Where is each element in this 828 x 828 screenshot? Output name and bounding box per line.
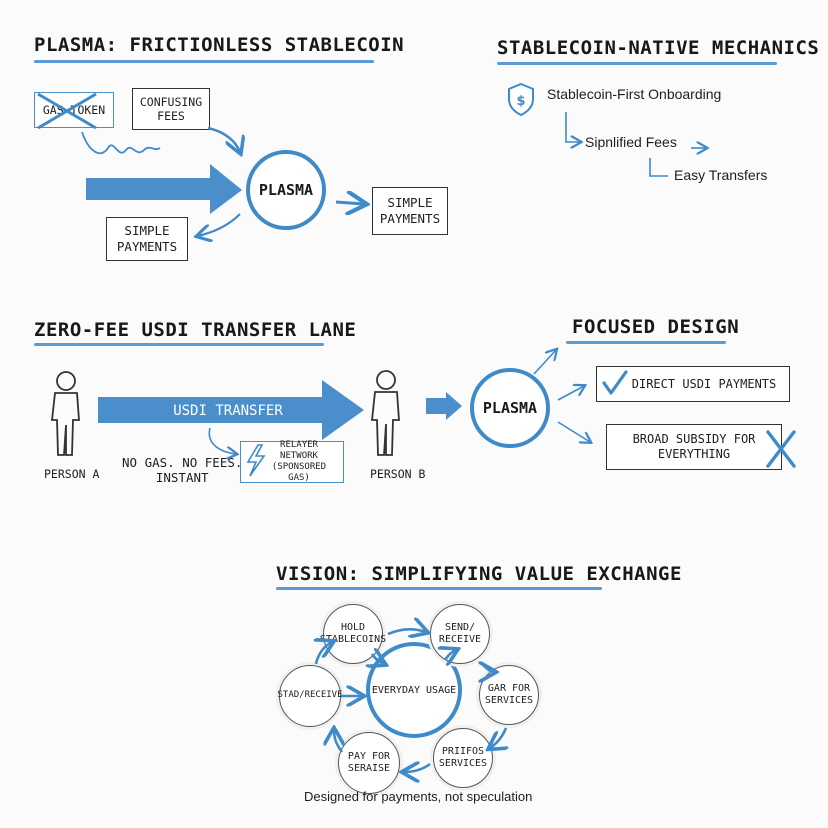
cycle-node-priifos: PRIIFOS SERVICES — [433, 728, 493, 788]
plasma-circle-focus: PLASMA — [470, 368, 550, 448]
focus-down-arrow — [557, 421, 590, 442]
section1-underline — [34, 60, 374, 63]
section5-caption: Designed for payments, not speculation — [304, 789, 533, 804]
person-b-label: PERSON B — [370, 467, 426, 481]
relayer-network-box: RELAYER NETWORK (SPONSORED GAS) — [240, 439, 344, 484]
section3-underline — [34, 343, 324, 346]
simple-payments-right-box: SIMPLE PAYMENTS — [372, 187, 448, 235]
cycle-node-stad-label: STAD/RECEIVE — [277, 690, 343, 701]
x-mark-icon — [766, 430, 796, 468]
cycle-node-gar-label: GAR FOR SERVICES — [484, 682, 534, 707]
simple-payments-right-label: SIMPLE PAYMENTS — [379, 195, 441, 226]
focus-up-arrow — [533, 350, 556, 375]
cycle-node-pay-label: PAY FOR SERAISE — [347, 750, 391, 775]
plasma-to-left-payments-arrow — [198, 213, 241, 236]
confusing-fees-label: CONFUSING FEES — [139, 94, 203, 123]
person-b-icon — [370, 370, 400, 456]
everyday-usage-label: EVERYDAY USAGE — [371, 684, 457, 696]
direct-payments-box: DIRECT USDI PAYMENTS — [596, 366, 790, 402]
plasma-to-payments-arrow — [335, 202, 364, 204]
section3-title: ZERO-FEE USDI TRANSFER LANE — [34, 319, 357, 341]
confusing-fees-box: CONFUSING FEES — [132, 88, 210, 130]
simple-payments-left-box: SIMPLE PAYMENTS — [106, 217, 188, 261]
section4-underline — [566, 341, 726, 344]
arrow-to-focus-plasma — [426, 392, 462, 420]
no-gas-text: NO GAS. NO FEES. INSTANT — [122, 455, 243, 485]
broad-subsidy-label: BROAD SUBSIDY FOR EVERYTHING — [632, 432, 756, 461]
cycle-node-stad: STAD/RECEIVE — [277, 665, 343, 727]
fees-to-plasma-arrow — [207, 126, 240, 152]
cycle-node-gar: GAR FOR SERVICES — [479, 665, 539, 725]
mechanic-step-fees: Sipnlified Fees — [585, 134, 677, 150]
person-a-label: PERSON A — [44, 467, 100, 481]
checkmark-icon — [602, 370, 628, 395]
section5-underline — [276, 587, 602, 590]
big-arrow-to-plasma — [86, 164, 242, 214]
direct-payments-label: DIRECT USDI PAYMENTS — [631, 376, 777, 391]
usdi-transfer-arrow: USDI TRANSFER — [98, 380, 364, 440]
cycle-node-send-label: SEND/ RECEIVE — [438, 621, 482, 646]
section1-title: PLASMA: FRICTIONLESS STABLECOIN — [34, 34, 405, 56]
shield-dollar-icon: $ — [508, 82, 534, 117]
lightning-icon — [246, 444, 266, 477]
svg-text:$: $ — [516, 94, 525, 109]
arrow-to-relayer — [208, 427, 236, 454]
usdi-transfer-label: USDI TRANSFER — [173, 403, 283, 419]
cycle-node-priifos-label: PRIIFOS SERVICES — [438, 745, 488, 770]
relayer-network-label: RELAYER NETWORK (SPONSORED GAS) — [271, 439, 327, 484]
cycle-node-hold-label: HOLD STABLECOINS — [319, 621, 387, 646]
plasma-circle-top: PLASMA — [246, 150, 326, 230]
cycle-arrows — [316, 629, 506, 772]
mechanic-step-transfers: Easy Transfers — [674, 167, 768, 183]
step2-down-connector — [649, 158, 668, 177]
gas-token-cross-icon — [37, 92, 97, 130]
broad-subsidy-box: BROAD SUBSIDY FOR EVERYTHING — [606, 424, 782, 470]
person-a-icon — [50, 371, 80, 456]
section2-title: STABLECOIN-NATIVE MECHANICS — [497, 37, 820, 59]
focus-right-arrow — [557, 386, 584, 401]
mechanic-step-onboarding: Stablecoin-First Onboarding — [547, 86, 722, 102]
simple-payments-left-label: SIMPLE PAYMENTS — [116, 223, 178, 254]
cycle-node-pay: PAY FOR SERAISE — [338, 732, 400, 794]
squiggle-icon — [81, 131, 161, 154]
section5-title: VISION: SIMPLIFYING VALUE EXCHANGE — [276, 563, 682, 585]
cycle-node-send: SEND/ RECEIVE — [430, 604, 490, 664]
section2-underline — [497, 62, 777, 65]
plasma-circle-top-label: PLASMA — [258, 181, 314, 199]
plasma-circle-focus-label: PLASMA — [482, 399, 538, 417]
section4-title: FOCUSED DESIGN — [572, 316, 740, 338]
step1-to-step2-connector — [565, 112, 580, 142]
